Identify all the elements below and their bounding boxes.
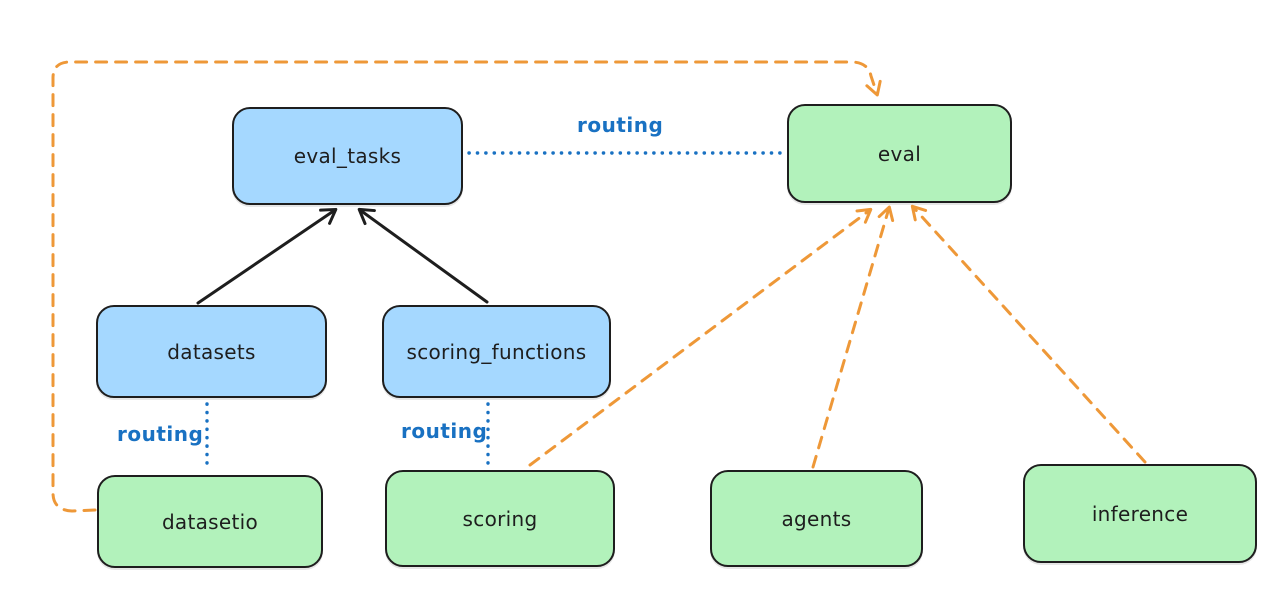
node-eval-label: eval xyxy=(877,141,922,166)
node-scoring: scoring xyxy=(385,470,615,567)
edge-inference-to-eval xyxy=(910,204,1147,464)
edge-agents-to-eval xyxy=(811,205,895,469)
node-inference: inference xyxy=(1023,464,1257,563)
node-scoring-label: scoring xyxy=(462,506,538,531)
node-eval-tasks: eval_tasks xyxy=(232,107,463,205)
node-inference-label: inference xyxy=(1091,501,1189,526)
node-agents-label: agents xyxy=(781,506,852,531)
node-agents: agents xyxy=(710,470,923,567)
edge-datasetio-to-eval xyxy=(51,60,882,513)
edge-scoring-functions-to-eval-tasks xyxy=(357,207,489,304)
edge-label-routing-scoring-functions-to-scoring: routing xyxy=(401,419,488,443)
edge-label-routing-datasets-to-datasetio: routing xyxy=(117,422,204,446)
node-datasetio: datasetio xyxy=(97,475,323,568)
node-eval-tasks-label: eval_tasks xyxy=(293,144,402,168)
node-datasetio-label: datasetio xyxy=(161,509,259,534)
node-eval: eval xyxy=(787,104,1012,203)
node-datasets: datasets xyxy=(96,305,327,398)
node-scoring-functions: scoring_functions xyxy=(382,305,611,398)
node-scoring-functions-label: scoring_functions xyxy=(406,339,587,364)
node-datasets-label: datasets xyxy=(167,339,256,364)
edge-label-routing-eval-tasks-to-eval: routing xyxy=(577,113,664,137)
edge-datasets-to-eval-tasks xyxy=(196,207,338,305)
edge-scoring-to-eval xyxy=(528,207,873,467)
